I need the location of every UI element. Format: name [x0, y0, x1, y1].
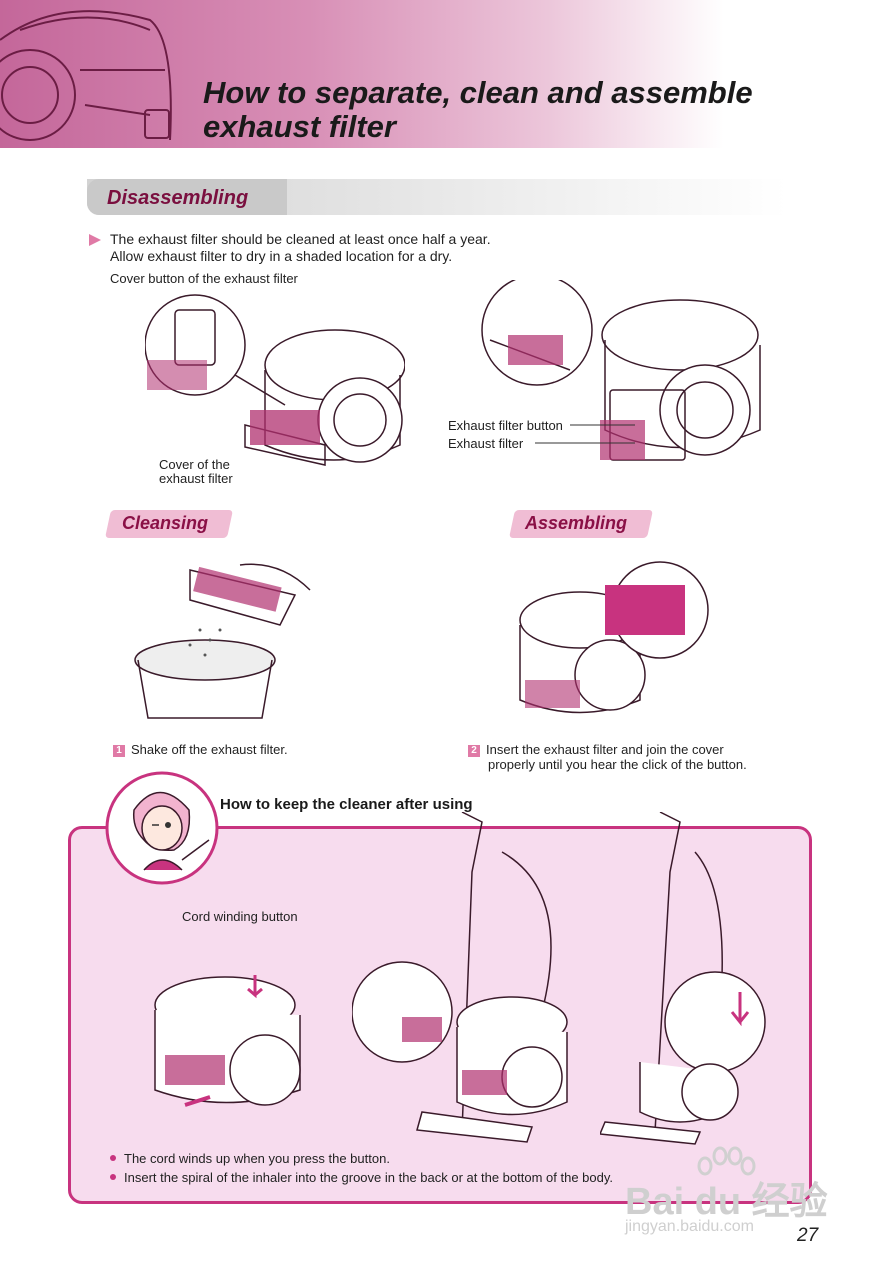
disassembling-intro-line2: Allow exhaust filter to dry in a shaded … [110, 248, 453, 264]
list-item-text: Insert the spiral of the inhaler into th… [124, 1170, 613, 1185]
label-filter-button: Exhaust filter button [448, 418, 563, 433]
page-title-line1: How to separate, clean and assemble [203, 75, 753, 110]
step-number-badge: 2 [468, 745, 480, 757]
list-item-text: The cord winds up when you press the but… [124, 1151, 390, 1166]
vacuum-upright-storage-illustration-2 [600, 812, 766, 1145]
assembling-step: 2 Insert the exhaust filter and join the … [468, 742, 724, 757]
label-filter: Exhaust filter [448, 436, 524, 451]
cleansing-heading: Cleansing [122, 513, 209, 533]
disassembling-heading: Disassembling [107, 187, 249, 209]
watermark-brand: Bai du 经验 [625, 1181, 828, 1223]
mascot-avatar [105, 771, 219, 885]
assembling-step-text-line2: properly until you hear the click of the… [488, 757, 747, 772]
vacuum-assembling-illustration [519, 561, 709, 714]
bullet-dot-icon [110, 1174, 116, 1180]
disassembling-heading-tab [87, 179, 287, 215]
disassembling-intro-line1: The exhaust filter should be cleaned at … [110, 231, 491, 247]
vacuum-disassembly-right-illustration [481, 280, 761, 461]
page-title-line2: exhaust filter [203, 109, 396, 144]
label-cord-winding-button: Cord winding button [182, 909, 298, 924]
header-band [0, 0, 883, 148]
vacuum-disassembly-left-illustration [145, 294, 405, 466]
list-item: The cord winds up when you press the but… [110, 1151, 613, 1166]
vacuum-upright-storage-illustration-1 [352, 812, 568, 1143]
paw-logo-icon [697, 1146, 756, 1176]
leader-lines [535, 424, 635, 444]
keep-heading: How to keep the cleaner after using [220, 796, 473, 813]
page-title: How to separate, clean and assemble exha… [203, 76, 863, 144]
label-cover-filter-line2: exhaust filter [159, 471, 233, 486]
vacuum-header-illustration [0, 10, 172, 141]
arrow-bullet-icon [89, 234, 101, 246]
list-item: Insert the spiral of the inhaler into th… [110, 1170, 613, 1185]
assembling-heading: Assembling [525, 513, 628, 533]
assembling-step-text-line1: Insert the exhaust filter and join the c… [486, 742, 724, 757]
page-number: 27 [797, 1225, 819, 1246]
step-number-badge: 1 [113, 745, 125, 757]
watermark-url: jingyan.baidu.com [625, 1218, 754, 1235]
cleansing-step: 1 Shake off the exhaust filter. [113, 742, 288, 757]
vacuum-cord-winding-illustration [154, 975, 301, 1107]
label-cover-button: Cover button of the exhaust filter [110, 271, 298, 286]
bin-cleansing-illustration [134, 563, 311, 719]
bullet-dot-icon [110, 1155, 116, 1161]
keep-bullet-list: The cord winds up when you press the but… [110, 1151, 613, 1185]
label-cover-filter-line1: Cover of the [159, 457, 230, 472]
cleansing-step-text: Shake off the exhaust filter. [131, 742, 288, 757]
